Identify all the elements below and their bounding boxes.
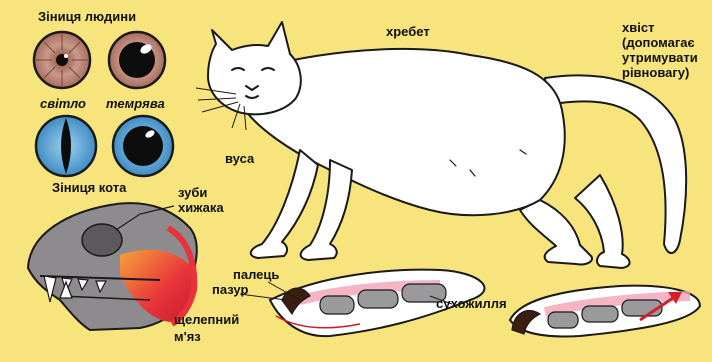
fangs-label-line-2: хижака bbox=[178, 200, 224, 215]
cat-pupil-label: Зіниця кота bbox=[52, 180, 126, 195]
tendon-label: сухожилля bbox=[436, 296, 507, 311]
cat-pupil-dark bbox=[113, 116, 173, 176]
jaw-muscle-label-line-1: щелепний bbox=[174, 312, 239, 327]
tail-label-line-1: хвіст bbox=[622, 20, 654, 35]
human-pupil-dark bbox=[109, 32, 165, 88]
claw-label: пазур bbox=[212, 282, 248, 297]
tail-label-line-4: рівновагу) bbox=[622, 65, 689, 80]
tail-label-line-2: (допомагає bbox=[622, 35, 695, 50]
cat-pupil-light bbox=[36, 116, 96, 176]
human-pupil-light bbox=[34, 32, 90, 88]
toe-label: палець bbox=[233, 267, 279, 282]
light-label: світло bbox=[40, 96, 86, 111]
claw-diagram-extended bbox=[510, 286, 700, 337]
cat-figure bbox=[208, 22, 686, 268]
tail-label-line-3: утримувати bbox=[622, 50, 698, 65]
human-pupil-label: Зіниця людини bbox=[38, 9, 136, 24]
spine-label: хребет bbox=[386, 24, 430, 39]
darkness-label: темрява bbox=[106, 96, 165, 111]
jaw-muscle-label-line-2: м'яз bbox=[174, 329, 201, 344]
skull-illustration bbox=[28, 203, 197, 330]
whiskers-label: вуса bbox=[225, 151, 254, 166]
fangs-label-line-1: зуби bbox=[178, 185, 207, 200]
